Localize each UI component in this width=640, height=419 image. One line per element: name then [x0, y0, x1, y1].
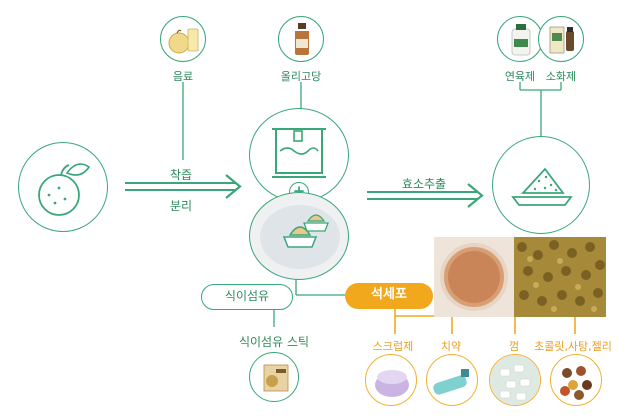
pear-circle	[18, 142, 108, 232]
oligosaccharide-label: 올리고당	[280, 70, 322, 83]
stone-cell-dish-photo	[434, 237, 514, 317]
separate-label: 분리	[169, 199, 193, 213]
pear-icon	[38, 163, 91, 216]
fiber-stick-image	[249, 352, 299, 402]
toothpaste-image	[426, 354, 478, 406]
vessel-icon	[272, 128, 326, 178]
fiber-mass-circle	[249, 192, 349, 280]
powder-circle	[492, 136, 590, 234]
digestive-label: 소화제	[545, 70, 577, 83]
squeeze-arrow	[125, 174, 242, 199]
squeeze-label: 착즙	[169, 168, 193, 182]
enzyme-arrow	[367, 183, 484, 208]
scrub-image	[365, 354, 417, 406]
digestive-image	[538, 16, 584, 62]
oligosaccharide-image	[278, 16, 324, 62]
powder-plate-icon	[511, 167, 573, 206]
gum-image	[489, 354, 541, 406]
stone-cell-pill: 석세포	[345, 283, 433, 309]
gum-label: 껌	[508, 340, 520, 353]
beverage-image	[160, 16, 206, 62]
powder-bowls-icon	[260, 205, 340, 269]
stone-cell-granule-photo	[514, 237, 606, 317]
beverage-label: 음료	[172, 70, 194, 83]
fiber-stick-label: 식이섬유 스틱	[238, 335, 310, 349]
toothpaste-label: 치약	[440, 340, 462, 353]
scrub-label: 스크럽제	[372, 340, 414, 353]
tenderizer-image	[497, 16, 543, 62]
confectionery-image	[550, 354, 602, 406]
tenderizer-label: 연육제	[504, 70, 536, 83]
fiber-pill: 식이섬유	[201, 284, 293, 310]
confectionery-label: 초콜릿,사탕,젤리	[534, 340, 612, 353]
enzyme-label: 효소추출	[401, 177, 447, 191]
